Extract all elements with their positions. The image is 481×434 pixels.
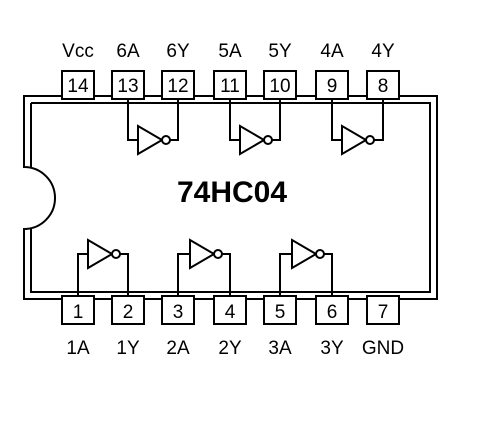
inverter-symbol (87, 238, 114, 270)
pin-3: 3 2A (161, 295, 195, 359)
pin-11: 11 5A (213, 41, 247, 100)
ic-body (23, 95, 438, 300)
pin-number: 5 (275, 302, 286, 323)
pin-label: 6Y (166, 41, 190, 62)
pin-number: 7 (378, 302, 389, 323)
pin-number: 4 (225, 302, 236, 323)
inverter-3 (279, 238, 333, 296)
pin-label: Vcc (62, 41, 94, 62)
pin-number: 13 (117, 76, 138, 97)
pin-13: 13 6A (111, 41, 145, 100)
inverter-symbol (189, 238, 216, 270)
pin-4: 4 2Y (213, 295, 247, 359)
pin-label: 1Y (116, 338, 140, 359)
pin-label: 5A (218, 41, 242, 62)
inverter-symbol (291, 238, 318, 270)
pin-label: GND (362, 338, 404, 359)
inverter-bubble (315, 249, 325, 259)
pin-1: 1 1A (61, 295, 95, 359)
inverter-5 (229, 99, 281, 156)
pin-8: 8 4Y (366, 41, 400, 100)
pin-number: 10 (269, 76, 290, 97)
pin-number: 8 (378, 76, 389, 97)
pin-number: 3 (173, 302, 184, 323)
inverter-2 (177, 238, 231, 296)
inverter-bubble (111, 249, 121, 259)
pin-label: 6A (116, 41, 140, 62)
pin-12: 12 6Y (161, 41, 195, 100)
inverter-symbol (341, 124, 368, 156)
inverter-6 (127, 99, 179, 156)
inverter-4 (331, 99, 384, 156)
pin-number: 1 (73, 302, 84, 323)
pin-label: 1A (66, 338, 90, 359)
inverter-symbol (239, 124, 266, 156)
pin-label: 3A (268, 338, 292, 359)
pin-2: 2 1Y (111, 295, 145, 359)
pin-number: 11 (220, 76, 240, 97)
inverter-bubble (263, 135, 273, 145)
inverter-1 (77, 238, 129, 296)
pin-label: 3Y (320, 338, 344, 359)
top-pin-row: 14 Vcc 13 6A 12 6Y 11 5A 10 5Y 9 4A (61, 41, 400, 100)
pin-6: 6 3Y (315, 295, 349, 359)
inverter-symbol (137, 124, 164, 156)
pin-10: 10 5Y (263, 41, 297, 100)
pin-label: 2Y (218, 338, 242, 359)
pin-number: 6 (327, 302, 338, 323)
bottom-pin-row: 1 1A 2 1Y 3 2A 4 2Y 5 3A 6 3Y (61, 295, 404, 359)
pin-number: 2 (123, 302, 134, 323)
pin-14: 14 Vcc (61, 41, 95, 100)
inverter-bubble (213, 249, 223, 259)
pin-number: 14 (67, 76, 89, 97)
pin-number: 12 (167, 76, 188, 97)
pin-number: 9 (327, 76, 338, 97)
pin-5: 5 3A (263, 295, 297, 359)
inverter-bubble (161, 135, 171, 145)
pin-9: 9 4A (315, 41, 349, 100)
pin-label: 5Y (268, 41, 292, 62)
inverter-bubble (365, 135, 375, 145)
pin-7: 7 GND (362, 295, 404, 359)
chip-title: 74HC04 (177, 176, 287, 209)
pin-label: 4A (320, 41, 344, 62)
pin-label: 2A (166, 338, 190, 359)
pin-label: 4Y (371, 41, 395, 62)
